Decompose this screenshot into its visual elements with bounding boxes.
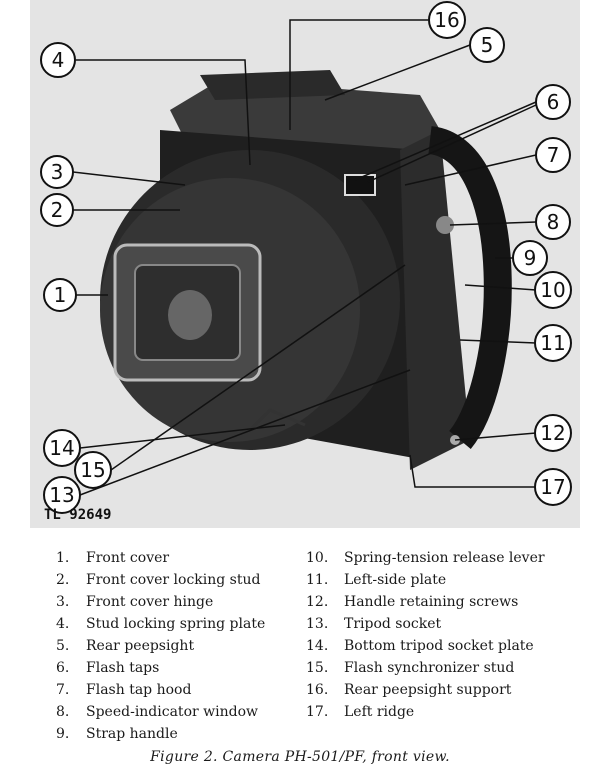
leader-lines — [72, 19, 537, 496]
legend-item: 17. Left ridge — [306, 701, 545, 723]
callout-1: 1 — [43, 278, 77, 312]
legend-label: Spring-tension release lever — [344, 550, 545, 566]
svg-text:12: 12 — [540, 421, 565, 445]
callout-17: 17 — [534, 468, 572, 506]
legend-label: Front cover — [86, 550, 170, 566]
legend-item: 14. Bottom tripod socket plate — [306, 635, 545, 657]
callouts: 1 2 3 4 5 6 7 8 9 10 11 12 13 14 15 16 1… — [40, 1, 572, 514]
legend-label: Strap handle — [86, 726, 178, 742]
svg-text:1: 1 — [54, 283, 67, 307]
legend-number: 8. — [56, 704, 70, 720]
legend-item: 6. Flash taps — [56, 657, 306, 679]
legend-number: 13. — [306, 616, 329, 632]
parts-legend: 1. Front cover 2. Front cover locking stud… — [56, 547, 576, 745]
callout-5: 5 — [469, 27, 505, 63]
legend-label: Front cover locking stud — [86, 572, 261, 588]
legend-item: 7. Flash tap hood — [56, 679, 306, 701]
legend-item: 5. Rear peepsight — [56, 635, 306, 657]
svg-text:11: 11 — [540, 331, 565, 355]
legend-number: 7. — [56, 682, 70, 698]
legend-item: 16. Rear peepsight support — [306, 679, 545, 701]
svg-text:16: 16 — [434, 8, 459, 32]
figure-caption: Figure 2. Camera PH-501/PF, front view. — [150, 749, 450, 765]
legend-number: 2. — [56, 572, 70, 588]
legend-label: Bottom tripod socket plate — [344, 638, 534, 654]
legend-label: Rear peepsight — [86, 638, 195, 654]
svg-text:10: 10 — [540, 278, 565, 302]
svg-text:2: 2 — [51, 198, 64, 222]
legend-item: 13. Tripod socket — [306, 613, 545, 635]
legend-number: 1. — [56, 550, 70, 566]
callout-16: 16 — [428, 1, 466, 39]
svg-text:7: 7 — [547, 143, 560, 167]
legend-column-left: 1. Front cover 2. Front cover locking stud… — [56, 547, 306, 745]
legend-label: Left-side plate — [344, 572, 447, 588]
legend-item: 15. Flash synchronizer stud — [306, 657, 545, 679]
legend-item: 11. Left-side plate — [306, 569, 545, 591]
legend-item: 3. Front cover hinge — [56, 591, 306, 613]
callout-12: 12 — [534, 414, 572, 452]
legend-label: Stud locking spring plate — [86, 616, 266, 632]
callout-2: 2 — [40, 193, 74, 227]
legend-number: 6. — [56, 660, 70, 676]
legend-item: 10. Spring-tension release lever — [306, 547, 545, 569]
camera-illustration — [100, 70, 512, 470]
legend-label: Flash tap hood — [86, 682, 192, 698]
legend-label: Tripod socket — [344, 616, 442, 632]
legend-label: Handle retaining screws — [344, 594, 519, 610]
svg-text:8: 8 — [547, 210, 560, 234]
plate-id: TL 92649 — [44, 507, 111, 523]
legend-number: 3. — [56, 594, 70, 610]
svg-text:13: 13 — [49, 483, 74, 507]
legend-number: 16. — [306, 682, 329, 698]
svg-text:5: 5 — [481, 33, 494, 57]
callout-13: 13 — [43, 476, 81, 514]
callout-7: 7 — [535, 137, 571, 173]
legend-number: 17. — [306, 704, 329, 720]
svg-text:9: 9 — [524, 246, 537, 270]
callout-4: 4 — [40, 42, 76, 78]
camera-figure: 1 2 3 4 5 6 7 8 9 10 11 12 13 14 15 16 1… — [30, 0, 580, 528]
callout-10: 10 — [534, 271, 572, 309]
callout-9: 9 — [512, 240, 548, 276]
callout-11: 11 — [534, 324, 572, 362]
legend-number: 12. — [306, 594, 329, 610]
legend-label: Left ridge — [344, 704, 415, 720]
svg-text:6: 6 — [547, 90, 560, 114]
legend-column-right: 10. Spring-tension release lever 11. Left-… — [306, 547, 545, 745]
legend-number: 9. — [56, 726, 70, 742]
legend-number: 14. — [306, 638, 329, 654]
legend-item: 8. Speed-indicator window — [56, 701, 306, 723]
svg-text:4: 4 — [52, 48, 65, 72]
legend-item: 4. Stud locking spring plate — [56, 613, 306, 635]
legend-number: 10. — [306, 550, 329, 566]
legend-number: 11. — [306, 572, 329, 588]
legend-item: 12. Handle retaining screws — [306, 591, 545, 613]
svg-text:17: 17 — [540, 475, 565, 499]
callout-6: 6 — [535, 84, 571, 120]
legend-label: Flash synchronizer stud — [344, 660, 515, 676]
legend-label: Rear peepsight support — [344, 682, 512, 698]
callout-3: 3 — [40, 155, 74, 189]
legend-number: 5. — [56, 638, 70, 654]
callout-8: 8 — [535, 204, 571, 240]
callout-14: 14 — [43, 429, 81, 467]
legend-label: Flash taps — [86, 660, 160, 676]
svg-text:3: 3 — [51, 160, 64, 184]
legend-item: 9. Strap handle — [56, 723, 306, 745]
legend-number: 4. — [56, 616, 70, 632]
svg-text:14: 14 — [49, 436, 74, 460]
legend-item: 1. Front cover — [56, 547, 306, 569]
callout-15: 15 — [74, 451, 112, 489]
legend-number: 15. — [306, 660, 329, 676]
legend-item: 2. Front cover locking stud — [56, 569, 306, 591]
legend-label: Front cover hinge — [86, 594, 214, 610]
svg-text:15: 15 — [80, 458, 105, 482]
legend-label: Speed-indicator window — [86, 704, 258, 720]
